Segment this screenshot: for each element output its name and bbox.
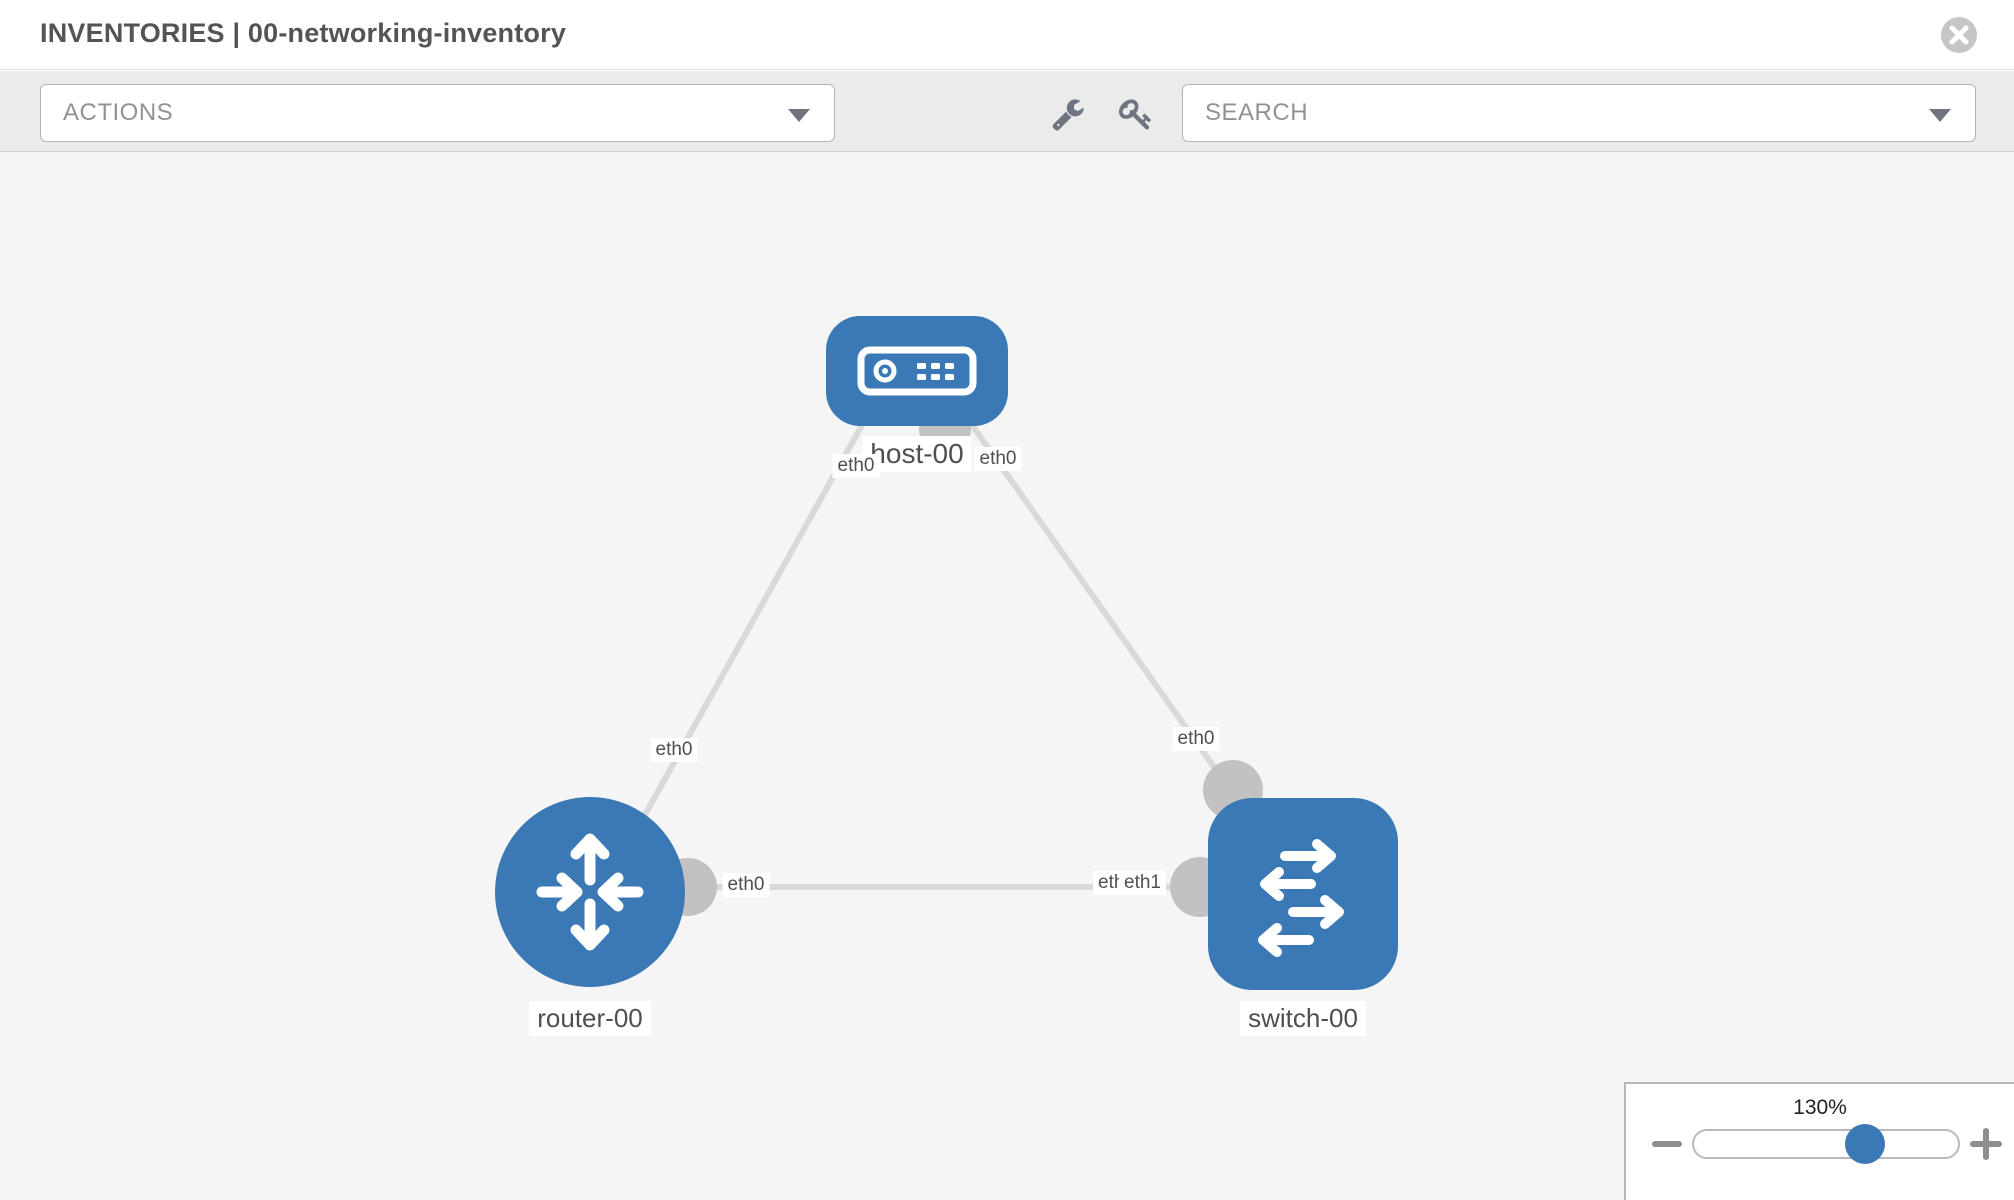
toolbar: ACTIONS SEARCH xyxy=(0,71,2014,152)
zoom-in-icon[interactable] xyxy=(1970,1128,2002,1160)
topology-canvas[interactable]: host-00 router-00 switch-00 eth0 eth0 et… xyxy=(0,152,2014,1200)
switch-arrows-icon xyxy=(1258,839,1344,957)
iface-label-host-to-switch: eth0 xyxy=(974,447,1022,471)
node-switch-00[interactable] xyxy=(1208,798,1398,990)
node-label-router[interactable]: router-00 xyxy=(529,1001,651,1036)
node-label-switch[interactable]: switch-00 xyxy=(1240,1001,1366,1036)
zoom-level-value: 130% xyxy=(1793,1096,1847,1119)
zoom-panel: 130% xyxy=(1624,1082,2014,1200)
wrench-icon[interactable] xyxy=(1051,97,1085,131)
actions-dropdown-label: ACTIONS xyxy=(63,99,174,126)
zoom-out-icon[interactable] xyxy=(1652,1141,1682,1147)
node-label-host[interactable]: host-00 xyxy=(862,436,972,472)
zoom-slider-thumb[interactable] xyxy=(1845,1124,1885,1164)
iface-label-switch-top: eth0 xyxy=(1172,727,1220,751)
close-icon[interactable] xyxy=(1941,17,1977,53)
close-x-glyph xyxy=(1949,25,1969,45)
node-router-00[interactable] xyxy=(495,797,685,987)
router-arrows-icon xyxy=(536,833,644,951)
search-dropdown-label: SEARCH xyxy=(1205,99,1309,126)
caret-down-icon xyxy=(788,109,810,122)
page-title: INVENTORIES | 00-networking-inventory xyxy=(40,18,567,48)
iface-label-router-right: eth0 xyxy=(722,873,770,897)
search-dropdown[interactable]: SEARCH xyxy=(1182,84,1976,142)
key-icon[interactable] xyxy=(1119,97,1153,131)
iface-label-switch-left: eth1 xyxy=(1119,871,1166,895)
zoom-slider-track[interactable] xyxy=(1692,1129,1960,1159)
header-bar: INVENTORIES | 00-networking-inventory xyxy=(0,0,2014,70)
server-icon xyxy=(857,346,977,396)
caret-down-icon xyxy=(1929,109,1951,122)
iface-label-host-to-router: eth0 xyxy=(832,454,880,478)
iface-label-router-top: eth0 xyxy=(650,738,698,762)
node-host-00[interactable] xyxy=(826,316,1008,426)
links-layer xyxy=(639,403,1263,917)
actions-dropdown[interactable]: ACTIONS xyxy=(40,84,835,142)
